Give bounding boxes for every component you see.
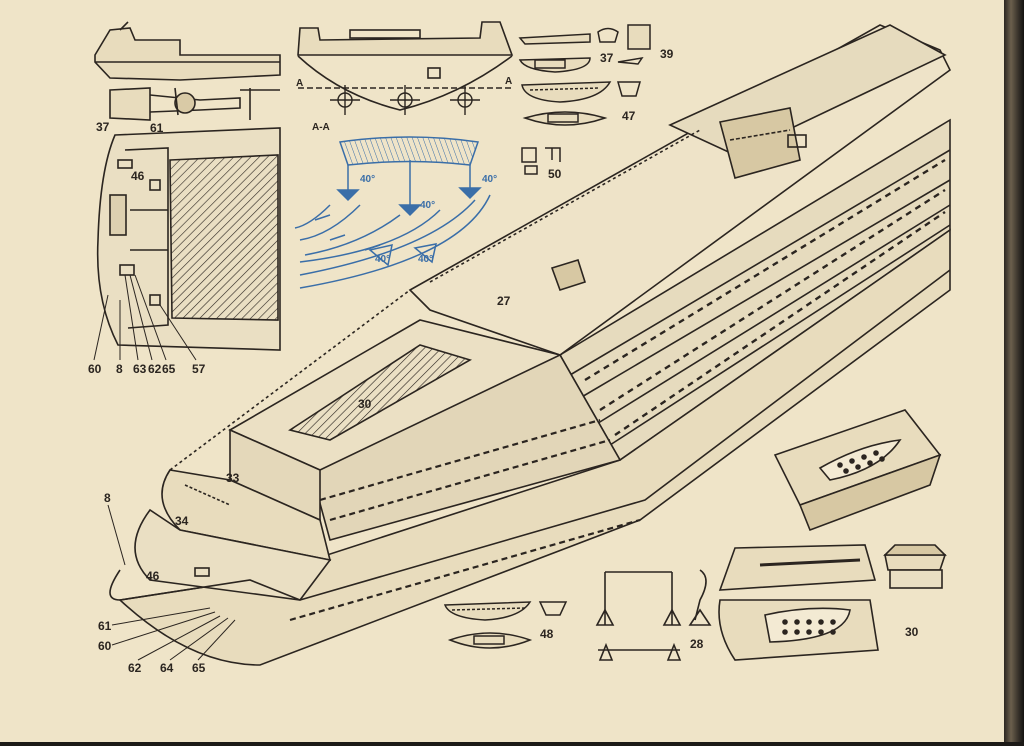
label-33: 33 [226, 471, 240, 485]
svg-text:40°: 40° [482, 174, 497, 185]
label-65: 65 [162, 362, 176, 376]
label-46-bow: 46 [146, 569, 160, 583]
label-47: 47 [622, 109, 636, 123]
lifeboat-lower [443, 601, 568, 649]
label-27: 27 [497, 294, 511, 308]
label-37-boat: 37 [600, 51, 614, 65]
stern-plan-view [96, 127, 281, 351]
ship-isometric-view [109, 24, 952, 666]
deck-plan-callouts: 60 8 63 62 65 57 [88, 274, 206, 376]
label-62: 62 [148, 362, 162, 376]
label-60: 60 [88, 362, 102, 376]
label-46-stern: 46 [131, 169, 145, 183]
drawing-page: 37 61 46 60 8 63 62 65 57 A A A-A [0, 0, 1004, 742]
label-28: 28 [690, 637, 704, 651]
label-63: 63 [133, 362, 147, 376]
stern-side-view [94, 21, 281, 121]
book-spine [1004, 0, 1024, 742]
svg-text:40°: 40° [418, 254, 433, 265]
section-title-a-a: A-A [312, 122, 330, 133]
roof-part-lower [718, 544, 947, 661]
label-39: 39 [660, 47, 674, 61]
label-34: 34 [175, 514, 189, 528]
propeller-section [297, 21, 514, 115]
label-61-bow: 61 [98, 619, 112, 633]
svg-text:40°: 40° [375, 254, 390, 265]
label-8-bow: 8 [104, 491, 111, 505]
label-57: 57 [192, 362, 206, 376]
flow-diagram [294, 136, 491, 289]
svg-text:40°: 40° [360, 174, 375, 185]
label-30-deck: 30 [358, 397, 372, 411]
label-30-roof: 30 [905, 625, 919, 639]
label-61-stern: 61 [150, 121, 164, 135]
davit-assembly [595, 569, 712, 661]
label-60-bow: 60 [98, 639, 112, 653]
ship-drawing-sheet: 37 61 46 60 8 63 62 65 57 A A A-A [88, 21, 952, 675]
lifeboat-details [518, 24, 651, 175]
label-50: 50 [548, 167, 562, 181]
label-48: 48 [540, 627, 554, 641]
roof-part-upper [773, 409, 942, 532]
label-8: 8 [116, 362, 123, 376]
label-37-stern: 37 [96, 120, 110, 134]
label-62-bow: 62 [128, 661, 142, 675]
section-mark-a-right: A [505, 76, 512, 87]
svg-text:40°: 40° [420, 200, 435, 211]
angle-labels: 40° 40° 40° 40° 40° [360, 174, 497, 265]
bow-callouts: 8 46 61 60 62 64 65 [98, 491, 236, 675]
section-mark-a-left: A [296, 78, 303, 89]
label-64-bow: 64 [160, 661, 174, 675]
label-65-bow: 65 [192, 661, 206, 675]
